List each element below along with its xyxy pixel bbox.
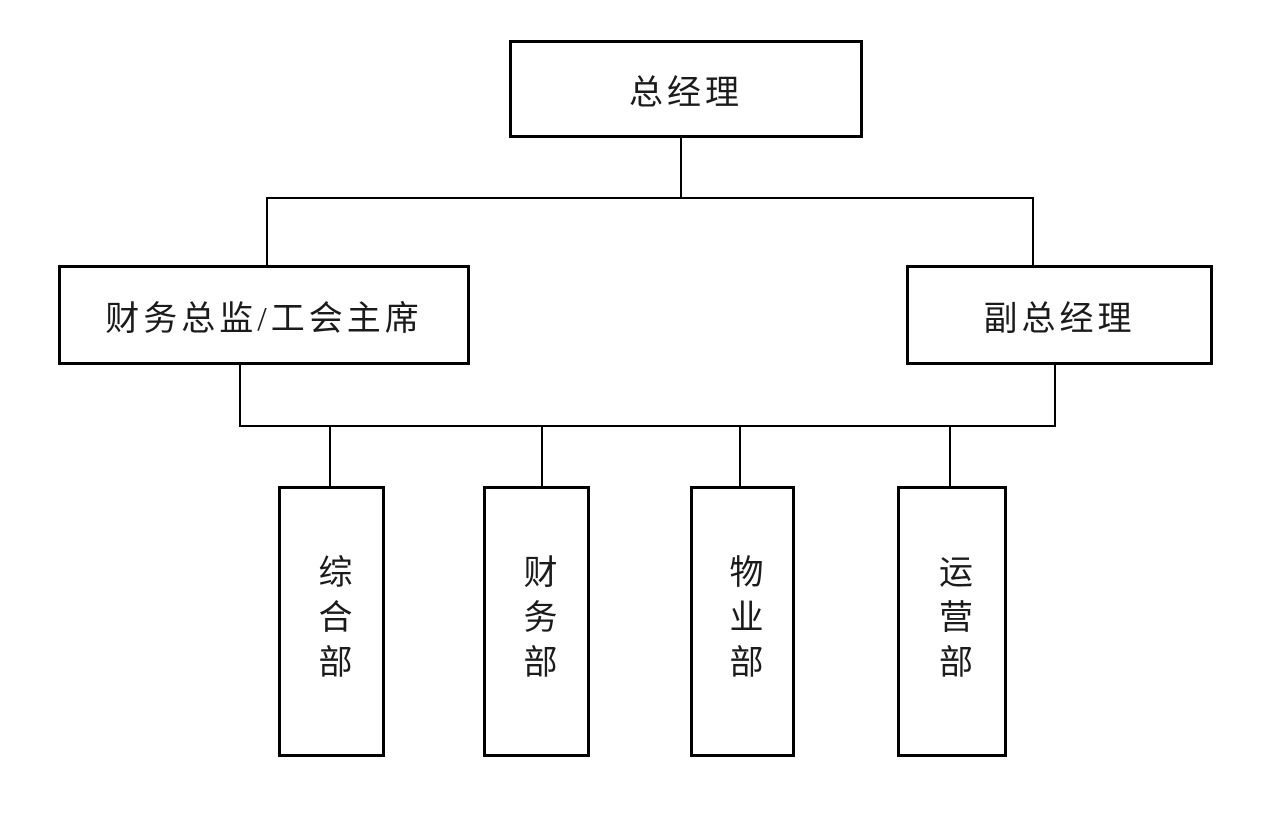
connector-root-stem (680, 138, 682, 199)
connector-drop-deputy-gm (1032, 199, 1034, 265)
org-box-operations-dept: 运营部 (897, 486, 1007, 757)
connector-level2-horizontal (266, 197, 1034, 199)
org-box-property-dept: 物业部 (690, 486, 795, 757)
deputy-general-manager-label: 副总经理 (983, 300, 1136, 338)
connector-drop-general-affairs-dept (329, 427, 331, 486)
org-box-finance-director-union-chairman: 财务总监/工会主席 (58, 265, 470, 365)
org-box-deputy-general-manager: 副总经理 (906, 265, 1213, 365)
connector-deputy-gm-stem (1054, 365, 1056, 426)
org-box-general-manager: 总经理 (509, 40, 863, 138)
general-affairs-dept-label: 综合部 (313, 554, 350, 689)
finance-director-union-chairman-label: 财务总监/工会主席 (105, 300, 423, 338)
connector-departments-horizontal (239, 425, 1056, 427)
connector-drop-cfo (266, 199, 268, 265)
connector-cfo-stem (239, 365, 241, 426)
general-manager-label: 总经理 (629, 74, 743, 112)
finance-dept-label: 财务部 (518, 554, 555, 689)
property-dept-label: 物业部 (724, 554, 761, 689)
org-box-finance-dept: 财务部 (483, 486, 590, 757)
connector-drop-property-dept (739, 427, 741, 486)
connector-drop-finance-dept (541, 427, 543, 486)
operations-dept-label: 运营部 (933, 554, 971, 689)
org-box-general-affairs-dept: 综合部 (278, 486, 385, 757)
connector-drop-operations-dept (949, 427, 951, 486)
